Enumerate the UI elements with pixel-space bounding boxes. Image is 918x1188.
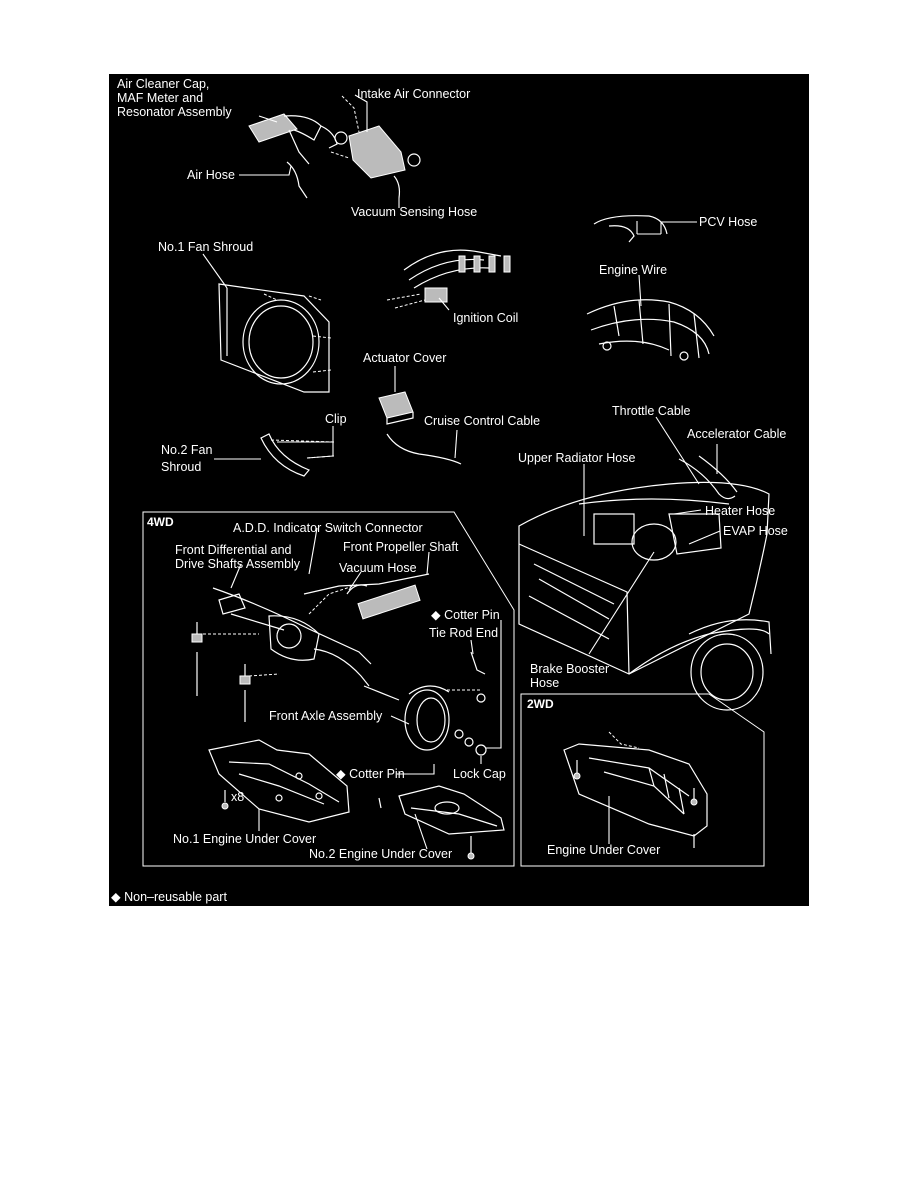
- no1-engine-under-cover-label: No.1 Engine Under Cover: [173, 832, 316, 846]
- tie-rod-end-label: Tie Rod End: [429, 626, 498, 640]
- cruise-control-cable-part: [386, 433, 462, 465]
- ignition-coil-label: Ignition Coil: [453, 311, 518, 325]
- front-axle-assembly-part: [363, 685, 487, 756]
- cotter-pin-bottom-leader: [397, 764, 435, 775]
- no1-fan-shroud-leader: [202, 253, 228, 289]
- heater-hose-leader: [673, 509, 702, 515]
- engine-wire-label: Engine Wire: [599, 263, 667, 277]
- intake-air-connector-part: [330, 95, 421, 179]
- cotter-pin-top-leader: [485, 620, 502, 749]
- front-diff-label-1: Front Differential and: [175, 543, 292, 557]
- no2-fan-shroud-label-1: No.2 Fan: [161, 443, 212, 457]
- front-differential-part: [191, 573, 430, 722]
- air-cleaner-label-3: Resonator Assembly: [117, 105, 232, 119]
- clip-leader: [277, 426, 334, 459]
- vacuum-hose-label: Vacuum Hose: [339, 561, 417, 575]
- upper-radiator-hose-label: Upper Radiator Hose: [518, 451, 635, 465]
- cotter-pin-bottom-label: ◆ Cotter Pin: [336, 767, 405, 781]
- throttle-cable-part: [678, 458, 736, 500]
- no2-engine-under-cover-label: No.2 Engine Under Cover: [309, 847, 452, 861]
- intake-air-connector-label: Intake Air Connector: [357, 87, 470, 101]
- cruise-control-cable-leader: [454, 429, 458, 459]
- engine-wire-part: [586, 299, 715, 361]
- accelerator-cable-label: Accelerator Cable: [687, 427, 786, 441]
- pcv-hose-part: [593, 215, 668, 243]
- clip-label: Clip: [325, 412, 347, 426]
- front-propeller-shaft-leader: [426, 551, 430, 575]
- box-4wd-frame: [142, 511, 515, 867]
- cruise-control-cable-label: Cruise Control Cable: [424, 414, 540, 428]
- evap-hose-leader: [688, 530, 721, 545]
- front-propeller-shaft-label: Front Propeller Shaft: [343, 540, 459, 554]
- heater-hose-label: Heater Hose: [705, 504, 775, 518]
- front-axle-leader: [390, 715, 410, 725]
- engine-under-cover-2wd-label: Engine Under Cover: [547, 843, 660, 857]
- box-2wd-title: 2WD: [527, 697, 554, 711]
- vacuum-sensing-hose-label: Vacuum Sensing Hose: [351, 205, 477, 219]
- no2-engine-under-cover-part: [378, 785, 505, 860]
- brake-booster-hose-label-1: Brake Booster: [530, 662, 609, 676]
- throttle-cable-leader: [655, 416, 700, 485]
- engine-under-cover-2wd-part: [563, 731, 708, 848]
- front-axle-assembly-label: Front Axle Assembly: [269, 709, 383, 723]
- no1-fan-shroud-label: No.1 Fan Shroud: [158, 240, 253, 254]
- vacuum-hose-part: [346, 584, 368, 595]
- cotter-pin-top-label: ◆ Cotter Pin: [431, 608, 500, 622]
- pcv-hose-label: PCV Hose: [699, 215, 757, 229]
- ignition-coil-leader: [438, 297, 450, 311]
- air-cleaner-label-2: MAF Meter and: [117, 91, 203, 105]
- air-hose-leader: [239, 165, 292, 176]
- brake-booster-hose-leader: [588, 551, 655, 655]
- intake-air-connector-leader: [354, 94, 368, 132]
- add-connector-label: A.D.D. Indicator Switch Connector: [233, 521, 423, 535]
- vacuum-sensing-hose-part: [393, 175, 401, 199]
- non-reusable-legend: ◆ Non–reusable part: [111, 890, 227, 904]
- ignition-coil-part: [386, 249, 511, 309]
- actuator-cover-part: [378, 391, 414, 425]
- no1-fan-shroud-part: [218, 283, 332, 393]
- vacuum-hose-leader: [348, 571, 362, 591]
- vehicle-front-part: [518, 481, 772, 711]
- no2-fan-shroud-part: [260, 433, 335, 477]
- x8-label: x8: [231, 790, 244, 804]
- actuator-cover-label: Actuator Cover: [363, 351, 446, 365]
- no2-fan-shroud-label-2: Shroud: [161, 460, 201, 474]
- engine-wire-leader: [638, 274, 642, 307]
- air-cleaner-assembly-part: [248, 113, 338, 165]
- front-diff-label-2: Drive Shafts Assembly: [175, 557, 301, 571]
- no2-engine-under-cover-leader: [414, 813, 428, 850]
- evap-hose-label: EVAP Hose: [723, 524, 788, 538]
- front-diff-leader: [230, 563, 242, 589]
- tie-rod-end-leader: [470, 639, 474, 655]
- add-connector-leader: [308, 527, 318, 575]
- air-hose-part: [286, 161, 308, 199]
- lock-cap-label: Lock Cap: [453, 767, 506, 781]
- no1-engine-under-cover-part: [208, 739, 350, 823]
- engine-removal-diagram: Air Cleaner Cap, MAF Meter and Resonator…: [109, 74, 809, 906]
- pcv-hose-leader: [636, 221, 697, 235]
- accelerator-cable-part: [698, 455, 738, 493]
- box-2wd-frame: [520, 693, 765, 867]
- air-cleaner-label-1: Air Cleaner Cap,: [117, 77, 209, 91]
- air-hose-label: Air Hose: [187, 168, 235, 182]
- box-4wd-title: 4WD: [147, 515, 174, 529]
- air-cleaner-leader: [258, 115, 278, 123]
- brake-booster-hose-label-2: Hose: [530, 676, 559, 690]
- tie-rod-end-part: [447, 651, 486, 703]
- throttle-cable-label: Throttle Cable: [612, 404, 691, 418]
